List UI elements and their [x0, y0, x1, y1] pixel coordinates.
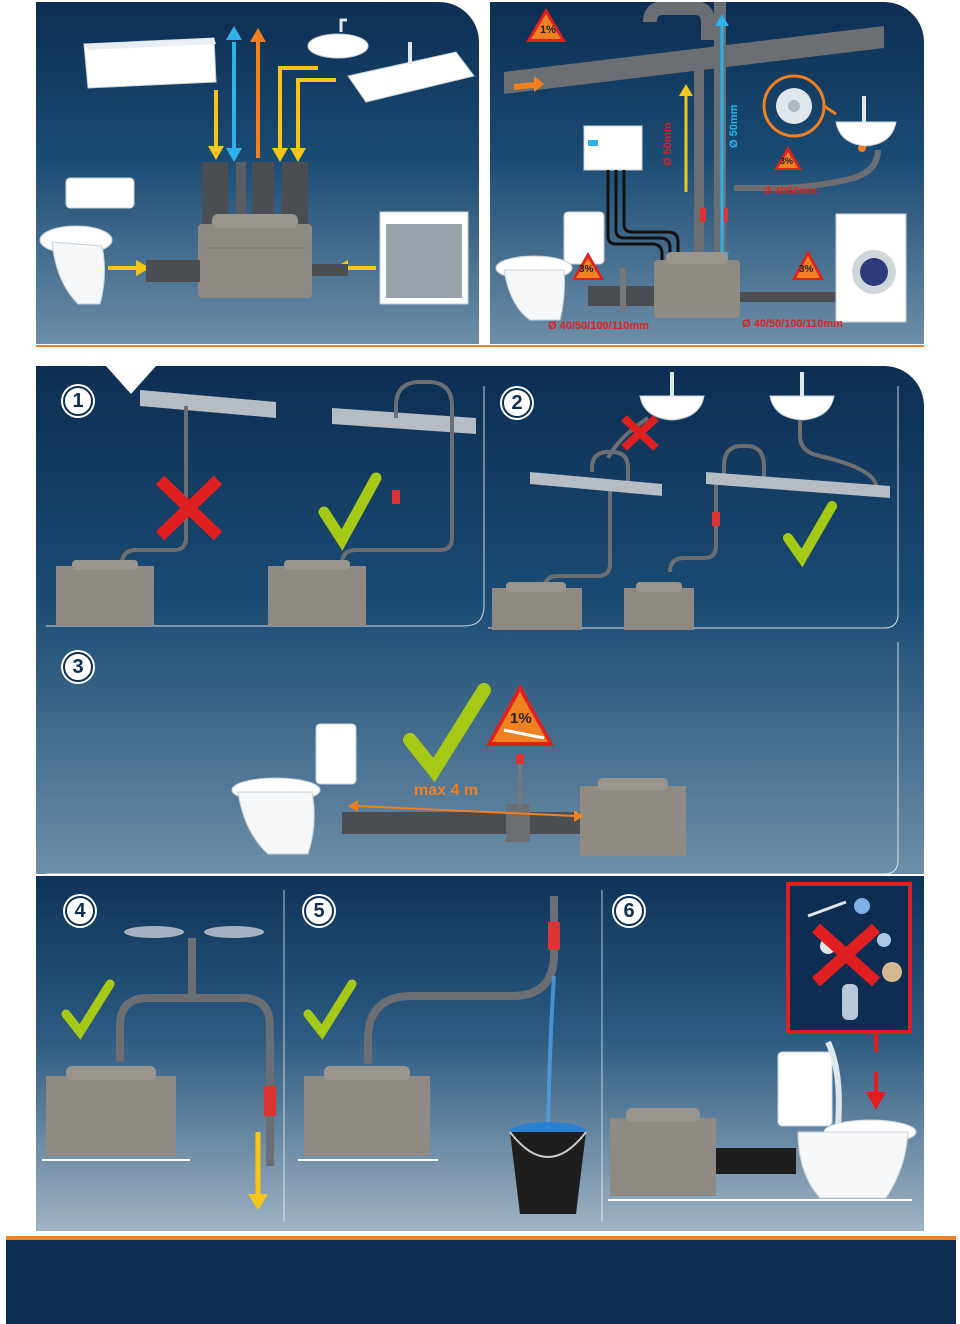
separator-line: [36, 345, 924, 347]
steps-1-3-illustration: [46, 366, 899, 874]
drain-strainer-icon: [762, 74, 826, 138]
check-icon: [318, 472, 382, 551]
slope-label-step3: 1%: [510, 710, 532, 727]
diameter-label-right: Ø 40/50/100/110mm: [742, 318, 843, 330]
toilet-icon: [495, 211, 605, 321]
diameter-label-sink: Ø 40/50mm: [764, 186, 818, 197]
step-1-badge: 1: [63, 386, 93, 416]
pump-tank: [654, 252, 740, 318]
arrow-icon: [514, 76, 544, 92]
kitchen-sink-icon: [347, 42, 475, 103]
footer-bar: [6, 1236, 956, 1324]
diameter-label-vertical-a: Ø 50mm: [662, 122, 674, 166]
max-distance-label: max 4 m: [414, 782, 479, 799]
slope-label-3pct-sink: 3%: [780, 156, 794, 166]
panel-steps-1-3: 1 2 3 max 4 m 1%: [36, 366, 924, 874]
slope-label-3pct-toilet: 3%: [579, 264, 594, 275]
appliances-illustration: [39, 18, 475, 305]
pump-tank: [610, 1108, 716, 1196]
toilet-icon: [777, 1040, 917, 1199]
pump-tank: [580, 778, 686, 856]
pump-tank: [624, 582, 694, 630]
pump-tank: [46, 1066, 176, 1156]
washbasin-icon: [307, 18, 369, 59]
toilet-icon: [39, 177, 135, 305]
step-6-badge: 6: [614, 896, 644, 926]
warning-triangle-icon: [486, 684, 554, 746]
installation-illustration: [495, 2, 907, 323]
cross-icon: [155, 475, 223, 541]
arrow-icon: [108, 26, 376, 276]
cross-icon: [811, 923, 881, 987]
check-icon: [783, 501, 837, 568]
bucket-icon: [509, 1122, 587, 1214]
toilet-icon: [231, 723, 357, 855]
arrow-icon: [679, 84, 693, 96]
step-2-badge: 2: [502, 388, 532, 418]
pump-tank: [304, 1066, 430, 1156]
warning-triangle-icon: [526, 8, 824, 280]
step-4-badge: 4: [65, 896, 95, 926]
pump-tank: [492, 582, 582, 630]
steps-4-6-illustration: [42, 882, 917, 1222]
diameter-label-vertical-b: Ø 50mm: [728, 104, 740, 148]
slope-label-3pct-washer: 3%: [799, 264, 814, 275]
control-box-icon: [583, 125, 643, 171]
panel-steps-4-6: 4 5 6: [36, 876, 924, 1231]
washbasin-icon: [835, 96, 897, 147]
pump-tank: [268, 560, 366, 626]
pump-tank: [198, 214, 312, 298]
slope-label-1pct: 1%: [540, 24, 556, 36]
washing-machine-icon: [835, 213, 907, 323]
check-icon: [303, 979, 357, 1040]
arrow-icon: [248, 1194, 268, 1210]
check-icon: [403, 683, 491, 783]
arrow-icon: [866, 1092, 886, 1110]
step-3-badge: 3: [63, 652, 93, 682]
forbidden-items-icon: [807, 898, 902, 1020]
washbasin-icon: [639, 372, 705, 421]
panel-appliances-overview: [36, 2, 479, 344]
pump-tank: [56, 560, 154, 626]
diameter-label-left: Ø 40/50/100/110mm: [548, 320, 649, 332]
washbasin-icon: [769, 372, 835, 421]
step-5-badge: 5: [304, 896, 334, 926]
dishwasher-icon: [379, 211, 469, 305]
bathtub-icon: [83, 37, 217, 89]
cross-icon: [621, 415, 659, 451]
panel-installation-layout: 1% 3% 3% 3% Ø 50mm Ø 50mm Ø 40/50mm Ø 40…: [490, 2, 924, 344]
check-icon: [61, 979, 115, 1040]
